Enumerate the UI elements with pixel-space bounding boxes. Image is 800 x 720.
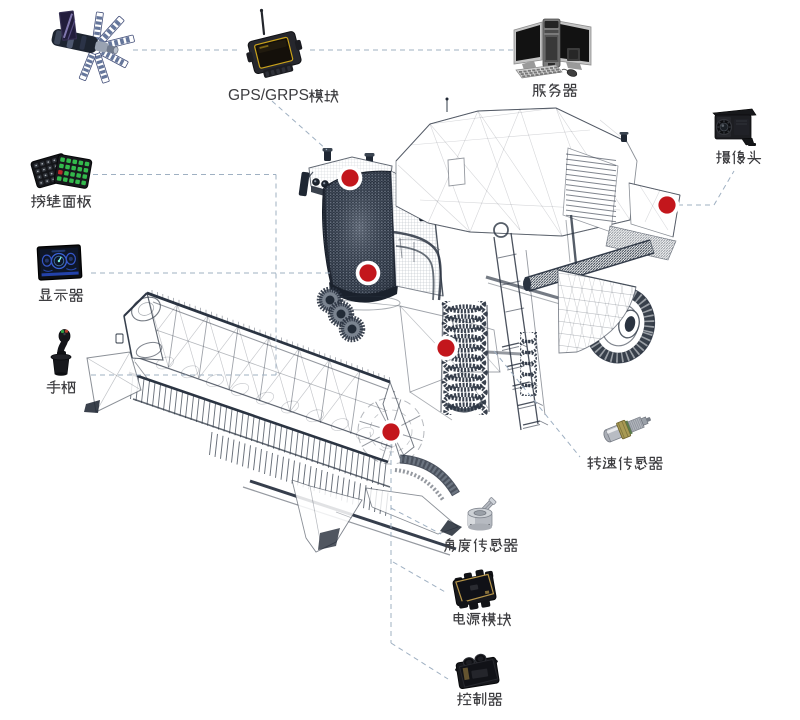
svg-text:GPS/GRPS: GPS/GRPS <box>228 87 309 104</box>
